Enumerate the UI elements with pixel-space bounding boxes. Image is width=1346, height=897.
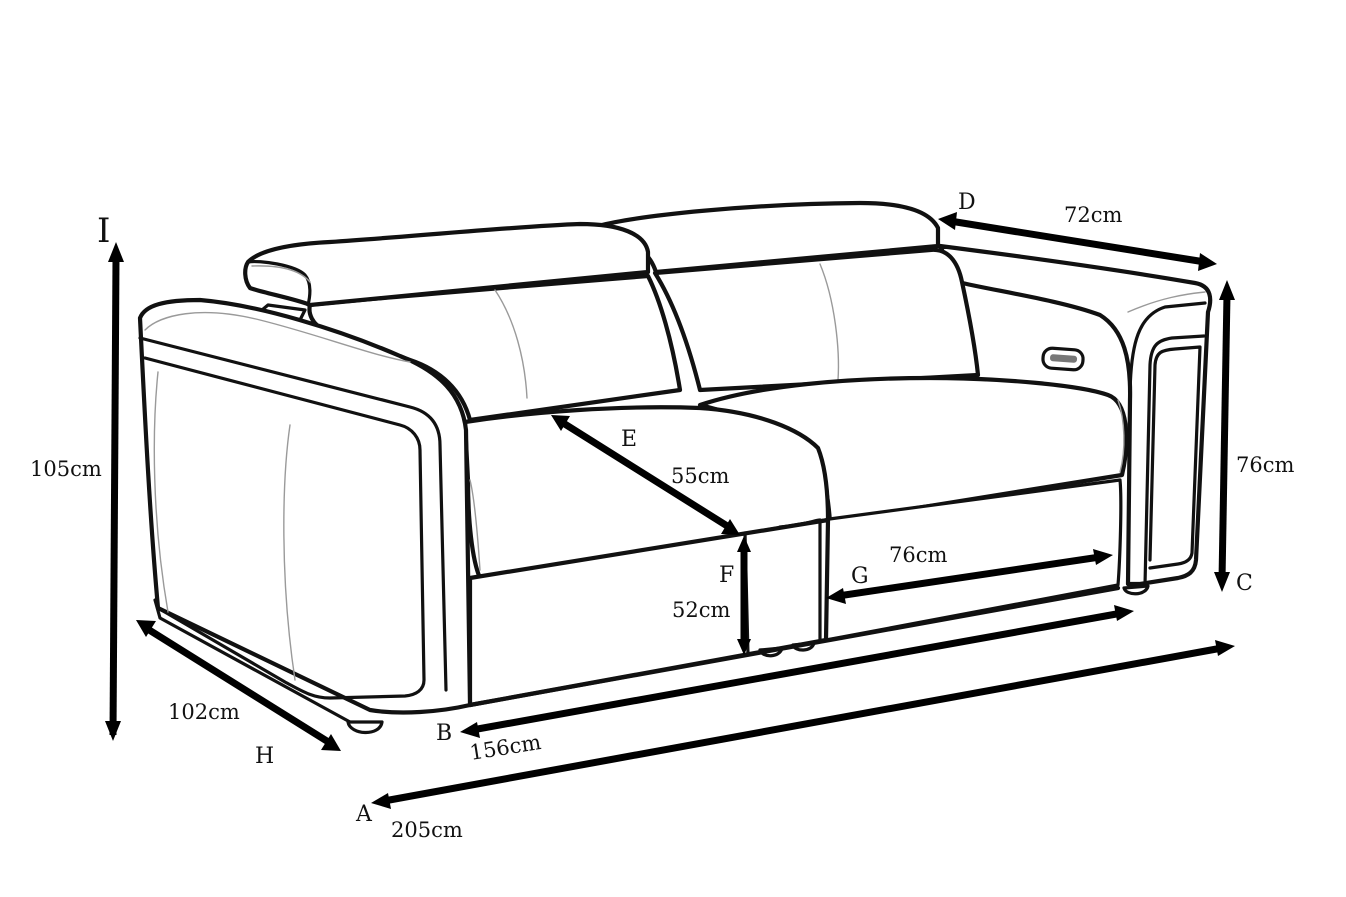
label-G-letter: G [851, 564, 869, 589]
label-H-letter: H [255, 744, 274, 769]
label-B-letter: B [436, 721, 452, 746]
dimension-arrows [105, 212, 1235, 809]
label-E-value: 55cm [671, 464, 729, 488]
left-seat-cushion [462, 405, 831, 708]
label-A-value: 205cm [391, 818, 463, 842]
arrow-E-seat-depth [551, 415, 740, 535]
label-H-value: 102cm [168, 700, 240, 724]
arrow-G-seat-width [826, 549, 1113, 604]
left-armrest [137, 297, 473, 724]
right-seat-cushion [697, 375, 1129, 642]
right-backrest [652, 247, 981, 393]
arrow-B-inner-width [460, 605, 1134, 738]
arrow-I-height [105, 242, 124, 741]
arrow-C-arm-height [1214, 280, 1235, 592]
arrow-H-depth [136, 620, 341, 751]
label-G-value: 76cm [889, 543, 947, 567]
label-F-letter: F [719, 563, 734, 588]
label-A-letter: A [355, 802, 373, 827]
label-D-letter: D [958, 190, 976, 215]
recliner-control-panel [1041, 346, 1085, 372]
label-I-value: 105cm [30, 457, 102, 481]
label-E-letter: E [621, 427, 637, 452]
label-F-value: 52cm [672, 598, 730, 622]
arrow-F-seat-height [737, 536, 751, 655]
arrow-A-overall-width [371, 640, 1235, 809]
dimension-labels: I 105cm D 72cm 76cm C E 55cm F 52cm G 76… [30, 190, 1294, 842]
sofa-drawing [137, 200, 1213, 735]
label-I-letter: I [97, 211, 110, 251]
label-C-letter: C [1236, 571, 1253, 596]
arrow-D-arm-depth [938, 212, 1217, 271]
label-C-value: 76cm [1236, 453, 1294, 477]
label-D-value: 72cm [1064, 203, 1122, 227]
right-armrest [937, 243, 1213, 587]
